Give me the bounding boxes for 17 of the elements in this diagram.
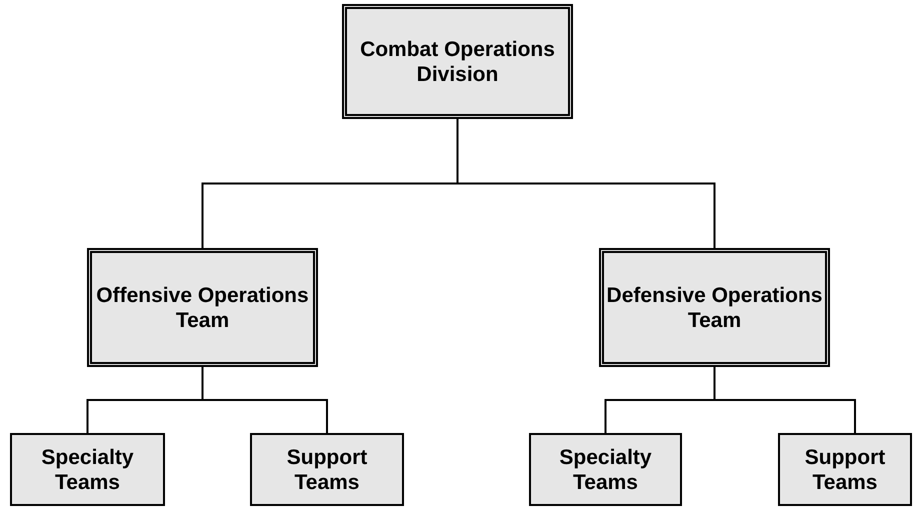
connector-line xyxy=(202,367,328,433)
node-label: Support Teams xyxy=(804,444,886,494)
node-label: Combat Operations Division xyxy=(359,36,556,86)
node-label: Specialty Teams xyxy=(558,444,653,494)
connector-line xyxy=(714,367,856,433)
node-label: Defensive Operations Team xyxy=(606,282,824,332)
node-label: Specialty Teams xyxy=(40,444,135,494)
unit-box xyxy=(250,433,404,506)
node-label: Offensive Operations Team xyxy=(95,282,310,332)
connector-line xyxy=(456,119,716,248)
unit-box xyxy=(10,433,165,506)
unit-box xyxy=(778,433,912,506)
unit-box xyxy=(529,433,682,506)
division-box xyxy=(342,4,573,119)
node-label: Support Teams xyxy=(286,444,368,494)
team-box xyxy=(599,248,830,367)
team-box xyxy=(87,248,318,367)
